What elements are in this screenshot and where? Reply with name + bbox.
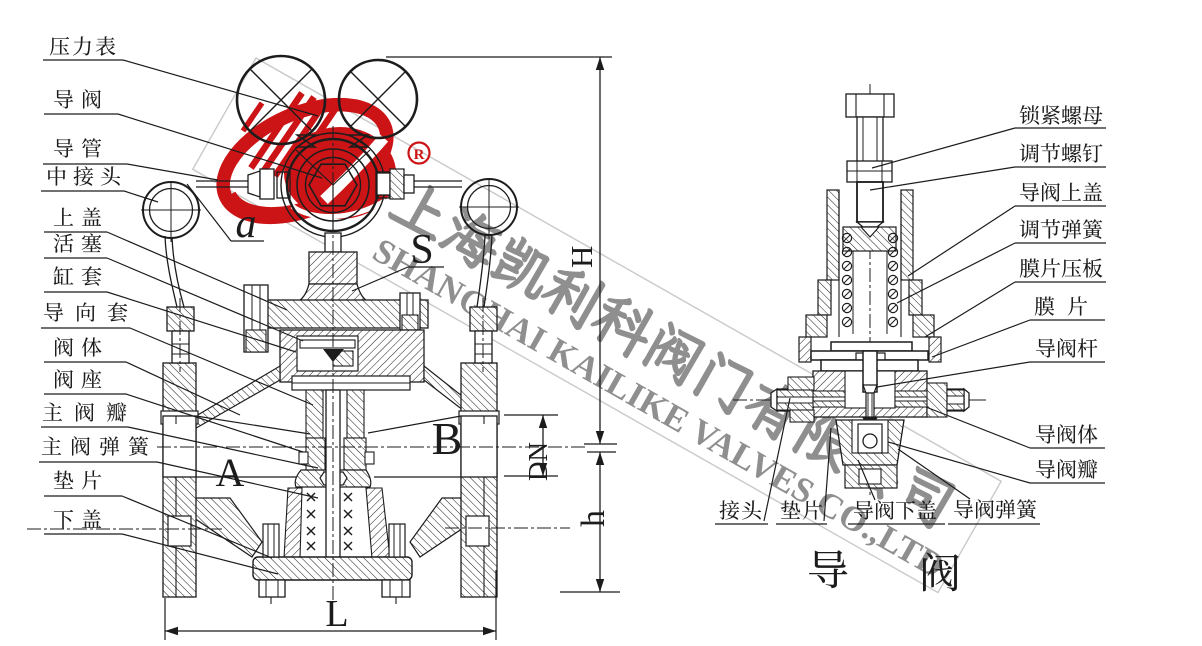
svg-text:B: B <box>432 413 463 464</box>
svg-text:a: a <box>236 201 257 247</box>
svg-text:h: h <box>575 510 612 527</box>
svg-text:L: L <box>325 593 348 635</box>
svg-text:DN: DN <box>523 442 553 481</box>
svg-text:A: A <box>216 450 245 495</box>
svg-text:H: H <box>564 246 599 268</box>
svg-text:S: S <box>410 227 433 273</box>
svg-text:R: R <box>414 147 425 163</box>
